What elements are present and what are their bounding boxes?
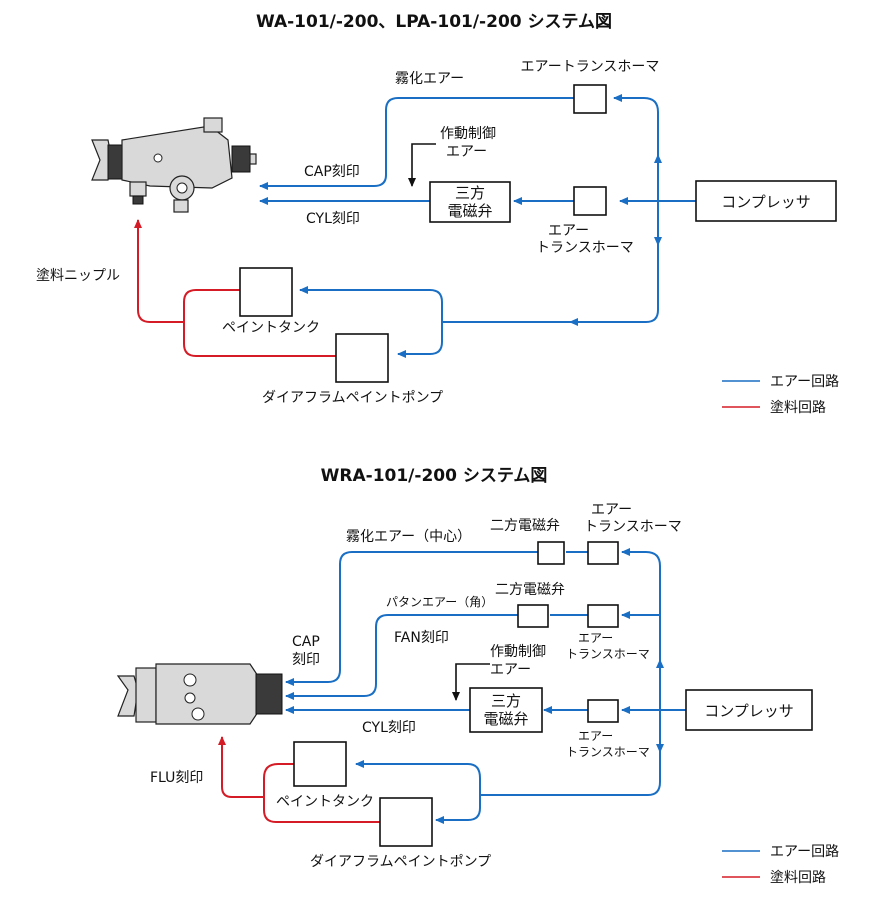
- legend-air-label: エアー回路: [770, 374, 839, 390]
- paint-tank-box-2: [293, 741, 347, 787]
- air-transformer-mid-2: [587, 604, 619, 628]
- cyl-mark-label-2: CYL刻印: [362, 720, 416, 736]
- two-way-valve-label-1: 二方電磁弁: [490, 518, 560, 534]
- atomizing-air-label: 霧化エアー: [395, 71, 464, 87]
- two-way-valve-pattern: [517, 604, 549, 628]
- three-way-solenoid-valve: [429, 181, 511, 223]
- transformer-top-label-1: エアー: [591, 502, 632, 518]
- diaphragm-pump-box-2: [379, 797, 433, 847]
- pump-label-2: ダイアフラムペイントポンプ: [310, 854, 491, 870]
- paint-tank-label-2: ペイントタンク: [276, 794, 374, 810]
- pattern-air-label: パタンエアー（角）: [386, 595, 493, 609]
- legend-paint-label-2: 塗料回路: [770, 869, 826, 886]
- transformer-low-label-2b: トランスホーマ: [566, 745, 650, 759]
- diaphragm-pump-box: [335, 333, 389, 383]
- compressor-label: コンプレッサ: [721, 193, 811, 211]
- cap-mark-label-2: 刻印: [292, 652, 320, 668]
- diagram-1: WA-101/-200、LPA-101/-200 システム図: [36, 12, 839, 416]
- transformer-low-label-1: エアー: [548, 223, 589, 239]
- transformer-low-label-1b: エアー: [578, 729, 613, 743]
- two-way-valve-atomizing: [537, 541, 565, 565]
- air-transformer-low: [573, 186, 607, 216]
- compressor-box-2: [685, 689, 813, 731]
- transformer-top-label: エアートランスホーマ: [521, 59, 660, 75]
- diagram-2-title: WRA-101/-200 システム図: [321, 466, 548, 486]
- pump-label: ダイアフラムペイントポンプ: [262, 390, 443, 406]
- valve-label-2b: 電磁弁: [483, 710, 528, 728]
- diagram-2: WRA-101/-200 システム図: [116, 466, 839, 886]
- diagram-1-title: WA-101/-200、LPA-101/-200 システム図: [256, 12, 612, 32]
- pilot-air-label-1b: 作動制御: [490, 644, 546, 660]
- air-transformer-low-2: [587, 699, 619, 723]
- air-transformer-top-2: [587, 541, 619, 565]
- cap-mark-label: CAP刻印: [304, 164, 360, 180]
- transformer-top-label-2: トランスホーマ: [584, 519, 682, 535]
- compressor-box: [695, 180, 837, 222]
- paint-nipple-label: 塗料ニップル: [36, 267, 120, 284]
- cyl-mark-label: CYL刻印: [306, 211, 360, 227]
- valve-label-2: 電磁弁: [447, 202, 492, 220]
- transformer-mid-label-2: トランスホーマ: [566, 647, 650, 661]
- flu-mark-label: FLU刻印: [150, 770, 203, 786]
- spray-gun-side-icon: [91, 117, 257, 213]
- paint-tank-label: ペイントタンク: [222, 320, 320, 336]
- air-transformer-top: [573, 84, 607, 114]
- robot-gun-icon: [116, 663, 283, 725]
- compressor-label-2: コンプレッサ: [704, 702, 794, 720]
- pilot-air-label-1: 作動制御: [440, 126, 496, 142]
- fan-mark-label: FAN刻印: [394, 630, 449, 646]
- atomizing-air-center-label: 霧化エアー（中心）: [346, 529, 471, 545]
- transformer-mid-label-1: エアー: [578, 631, 613, 645]
- two-way-valve-label-2: 二方電磁弁: [495, 582, 565, 598]
- legend-paint-label: 塗料回路: [770, 399, 826, 416]
- cap-mark-label-1: CAP: [292, 634, 320, 650]
- pilot-air-label-2: エアー: [446, 144, 487, 160]
- paint-tank-box: [239, 267, 293, 317]
- transformer-low-label-2: トランスホーマ: [536, 240, 634, 256]
- legend-air-label-2: エアー回路: [770, 844, 839, 860]
- three-way-solenoid-valve-2: [469, 687, 543, 733]
- valve-label-1: 三方: [455, 184, 485, 202]
- valve-label-1b: 三方: [491, 692, 521, 710]
- pilot-air-label-2b: エアー: [490, 662, 531, 678]
